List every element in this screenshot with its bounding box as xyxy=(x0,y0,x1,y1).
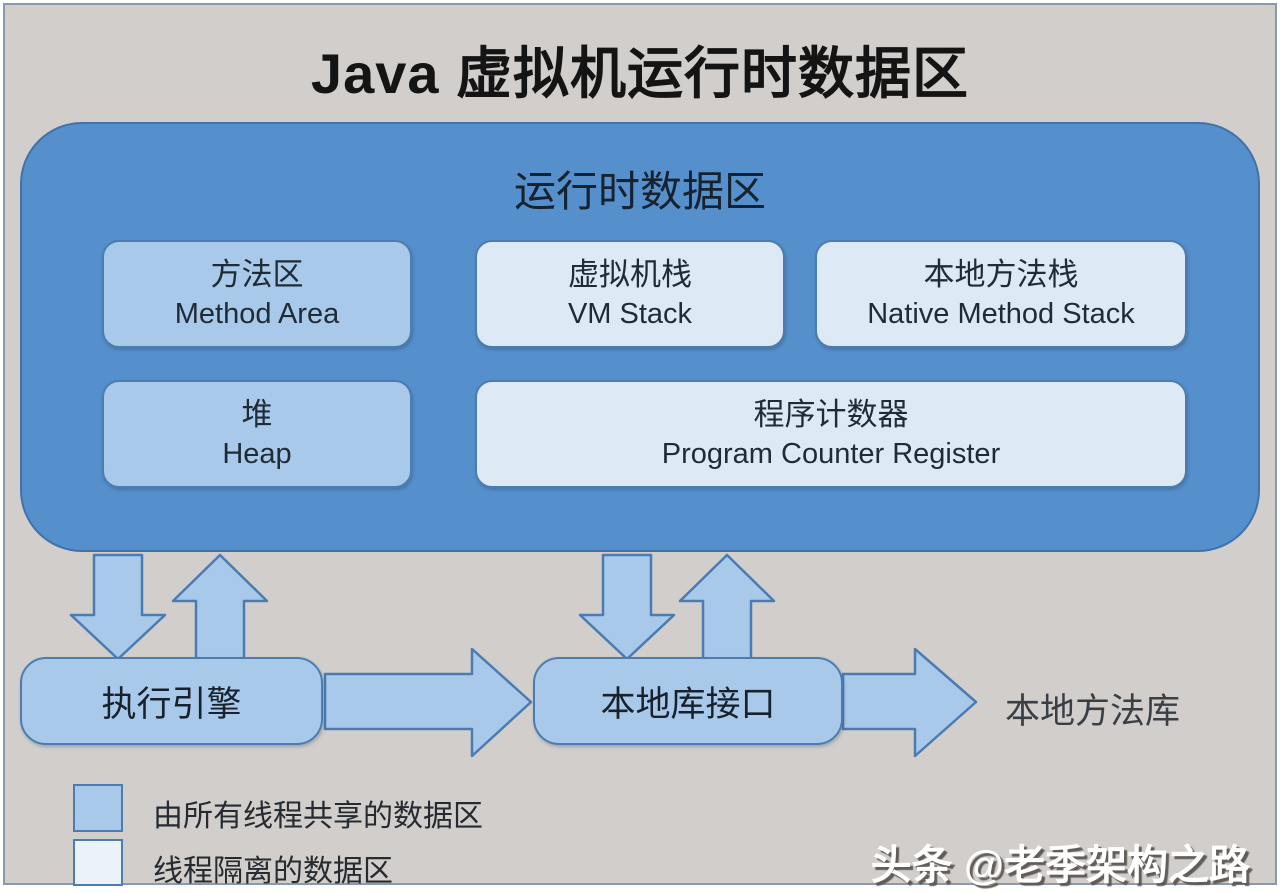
vm-stack-box: 虚拟机栈 VM Stack xyxy=(475,240,785,348)
pc-register-label-zh: 程序计数器 xyxy=(753,397,909,433)
legend-label-shared: 由所有线程共享的数据区 xyxy=(153,800,483,833)
execution-engine-label: 执行引擎 xyxy=(101,684,242,724)
legend-label-isolated: 线程隔离的数据区 xyxy=(153,855,393,888)
legend-swatch-isolated xyxy=(73,839,123,886)
page-title: Java 虚拟机运行时数据区 xyxy=(310,42,970,105)
heap-label-zh: 堆 xyxy=(241,397,273,433)
arrow-up-engine-to-runtime-icon xyxy=(171,553,269,661)
arrow-layer xyxy=(69,553,978,758)
arrow-down-runtime-to-engine-icon xyxy=(69,553,167,661)
native-method-stack-label-en: Native Method Stack xyxy=(867,298,1135,331)
pc-register-label-en: Program Counter Register xyxy=(661,438,1001,471)
native-interface-label: 本地库接口 xyxy=(600,684,776,724)
heap-label-en: Heap xyxy=(222,438,292,471)
vm-stack-label-en: VM Stack xyxy=(567,298,693,331)
arrow-up-interface-to-runtime-icon xyxy=(678,553,776,661)
execution-engine-box: 执行引擎 xyxy=(20,657,323,745)
watermark-toutiao: 头条 @老季架构之路 xyxy=(870,842,1250,888)
native-library-label: 本地方法库 xyxy=(1005,692,1181,731)
arrow-right-interface-to-native-lib-icon xyxy=(841,647,978,758)
arrow-right-engine-to-interface-icon xyxy=(323,647,533,758)
native-interface-box: 本地库接口 xyxy=(533,657,843,745)
method-area-label-en: Method Area xyxy=(174,298,340,331)
arrow-down-runtime-to-interface-icon xyxy=(578,553,676,661)
method-area-label-zh: 方法区 xyxy=(210,257,304,293)
runtime-data-area-container: 运行时数据区 方法区 Method Area 虚拟机栈 VM Stack 本地方… xyxy=(20,122,1260,552)
method-area-box: 方法区 Method Area xyxy=(102,240,412,348)
legend-swatch-shared xyxy=(73,784,123,832)
program-counter-register-box: 程序计数器 Program Counter Register xyxy=(475,380,1187,488)
diagram-canvas: Java 虚拟机运行时数据区 运行时数据区 方法区 Method Area 虚拟… xyxy=(3,3,1277,888)
heap-box: 堆 Heap xyxy=(102,380,412,488)
native-method-stack-label-zh: 本地方法栈 xyxy=(923,257,1079,293)
runtime-area-title: 运行时数据区 xyxy=(513,170,766,216)
vm-stack-label-zh: 虚拟机栈 xyxy=(568,257,692,293)
native-method-stack-box: 本地方法栈 Native Method Stack xyxy=(815,240,1187,348)
